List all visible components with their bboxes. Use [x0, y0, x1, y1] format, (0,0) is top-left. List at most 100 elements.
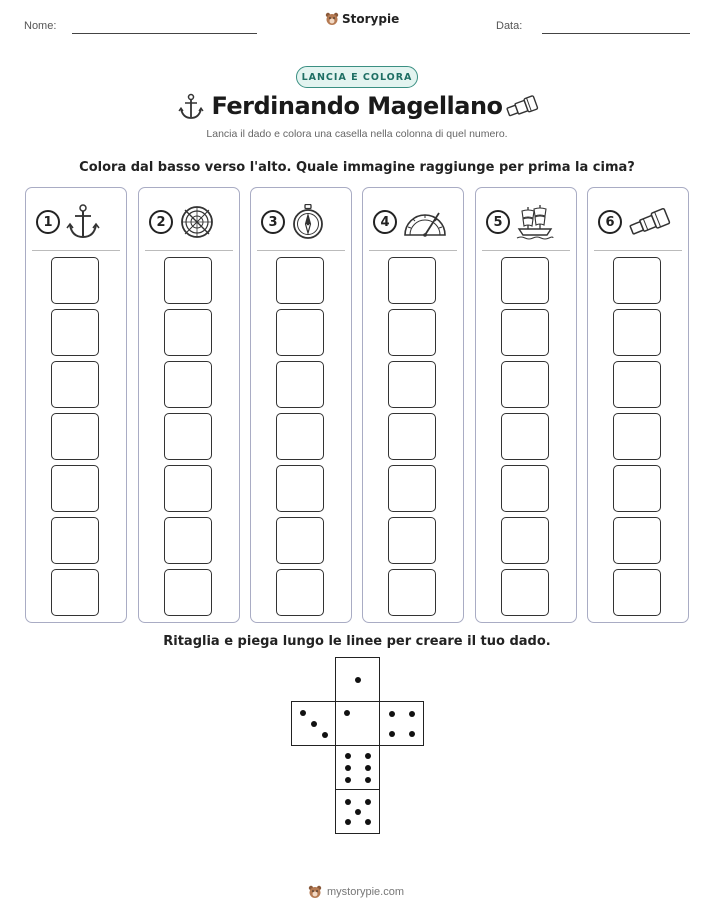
die-pip — [365, 777, 371, 783]
date-label: Data: — [496, 20, 523, 32]
color-box[interactable] — [388, 309, 436, 356]
die-pip — [389, 731, 395, 737]
color-box[interactable] — [51, 517, 99, 564]
color-box[interactable] — [501, 517, 549, 564]
column-6: 6 — [587, 187, 689, 623]
anchor-icon — [178, 93, 204, 119]
color-box[interactable] — [501, 257, 549, 304]
color-box[interactable] — [164, 569, 212, 616]
color-box[interactable] — [388, 517, 436, 564]
color-box[interactable] — [164, 257, 212, 304]
color-box[interactable] — [613, 309, 661, 356]
color-box[interactable] — [613, 361, 661, 408]
die-pip — [365, 799, 371, 805]
die-pip — [300, 710, 306, 716]
color-box[interactable] — [51, 465, 99, 512]
color-box[interactable] — [164, 517, 212, 564]
column-1: 1 — [25, 187, 127, 623]
telescope-icon — [629, 208, 671, 235]
color-box[interactable] — [613, 257, 661, 304]
sextant-icon — [404, 212, 446, 237]
die-pip — [409, 731, 415, 737]
cut-instruction: Ritaglia e piega lungo le linee per crea… — [163, 634, 551, 649]
column-5: 5 — [475, 187, 577, 623]
die-face-1 — [335, 701, 380, 746]
date-line[interactable] — [542, 33, 690, 34]
die-face-6 — [335, 745, 380, 790]
color-box[interactable] — [388, 465, 436, 512]
anchor-icon — [66, 204, 100, 239]
color-box[interactable] — [613, 517, 661, 564]
footer: mystorypie.com — [308, 885, 404, 899]
color-box[interactable] — [501, 413, 549, 460]
die-pip — [409, 711, 415, 717]
astrolabe-icon — [181, 206, 213, 238]
compass-icon — [293, 204, 323, 239]
color-box[interactable] — [276, 309, 324, 356]
brand-logo: Storypie — [325, 12, 399, 26]
color-box[interactable] — [51, 309, 99, 356]
color-box[interactable] — [51, 257, 99, 304]
color-box[interactable] — [501, 361, 549, 408]
color-box[interactable] — [613, 465, 661, 512]
column-number: 2 — [149, 210, 173, 234]
bear-icon — [308, 885, 322, 898]
die-pip — [322, 732, 328, 738]
color-box[interactable] — [501, 309, 549, 356]
name-line[interactable] — [72, 33, 257, 34]
die-face-5 — [335, 789, 380, 834]
color-box[interactable] — [501, 569, 549, 616]
die-pip — [365, 753, 371, 759]
die-pip — [344, 710, 350, 716]
color-box[interactable] — [276, 257, 324, 304]
column-number: 4 — [373, 210, 397, 234]
telescope-icon — [506, 95, 539, 117]
column-number: 1 — [36, 210, 60, 234]
instruction-text: Colora dal basso verso l'alto. Quale imm… — [79, 160, 635, 175]
color-box[interactable] — [51, 361, 99, 408]
brand-name: Storypie — [342, 12, 400, 26]
die-pip — [345, 753, 351, 759]
subtitle: Lancia il dado e colora una casella nell… — [206, 128, 508, 140]
die-pip — [365, 765, 371, 771]
die-pip — [355, 809, 361, 815]
color-box[interactable] — [51, 569, 99, 616]
color-box[interactable] — [501, 465, 549, 512]
die-pip — [365, 819, 371, 825]
die-face-4 — [379, 701, 424, 746]
color-box[interactable] — [276, 465, 324, 512]
footer-url[interactable]: mystorypie.com — [327, 886, 405, 898]
die-pip — [345, 799, 351, 805]
color-box[interactable] — [164, 309, 212, 356]
column-number: 5 — [486, 210, 510, 234]
column-3: 3 — [250, 187, 352, 623]
column-4: 4 — [362, 187, 464, 623]
bear-icon — [325, 12, 339, 25]
color-box[interactable] — [164, 413, 212, 460]
ship-icon — [516, 205, 554, 240]
die-pip — [311, 721, 317, 727]
die-pip — [345, 777, 351, 783]
color-box[interactable] — [388, 257, 436, 304]
color-box[interactable] — [388, 569, 436, 616]
color-box[interactable] — [276, 569, 324, 616]
color-box[interactable] — [51, 413, 99, 460]
die-pip — [355, 677, 361, 683]
die-pip — [345, 819, 351, 825]
color-box[interactable] — [276, 517, 324, 564]
color-box[interactable] — [276, 413, 324, 460]
color-box[interactable] — [613, 569, 661, 616]
die-face-1 — [335, 657, 380, 702]
die-face-3 — [291, 701, 336, 746]
color-box[interactable] — [164, 465, 212, 512]
color-box[interactable] — [388, 361, 436, 408]
column-number: 3 — [261, 210, 285, 234]
page-title: Ferdinando Magellano — [211, 92, 503, 120]
activity-badge: LANCIA E COLORA — [296, 66, 418, 88]
color-box[interactable] — [613, 413, 661, 460]
color-box[interactable] — [388, 413, 436, 460]
color-box[interactable] — [164, 361, 212, 408]
color-box[interactable] — [276, 361, 324, 408]
column-number: 6 — [598, 210, 622, 234]
column-2: 2 — [138, 187, 240, 623]
